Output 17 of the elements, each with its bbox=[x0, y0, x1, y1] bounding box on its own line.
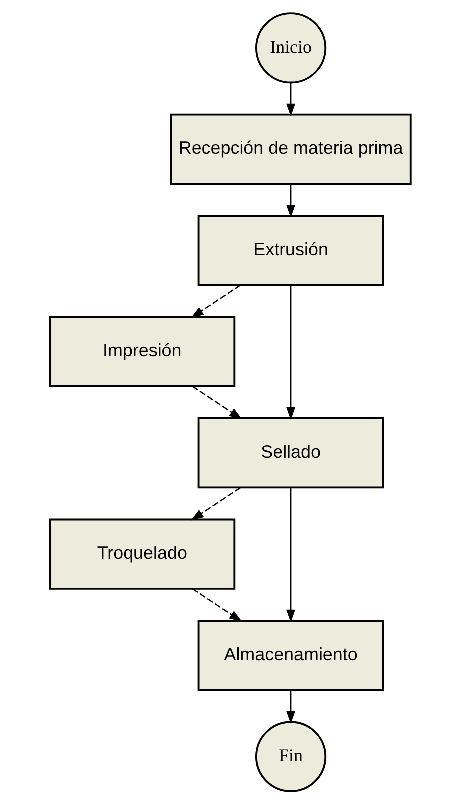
arrow bbox=[192, 386, 242, 420]
node-box: Sellado bbox=[197, 418, 384, 489]
arrow bbox=[192, 588, 242, 622]
arrow bbox=[286, 488, 296, 623]
arrow bbox=[286, 184, 296, 218]
node-circle: Fin bbox=[254, 721, 326, 792]
arrow bbox=[286, 690, 296, 724]
node-box: Troquelado bbox=[48, 518, 236, 590]
node-box: Recepción de materia prima bbox=[170, 114, 412, 185]
arrow bbox=[190, 284, 241, 318]
node-box: Impresión bbox=[48, 316, 236, 388]
arrow bbox=[190, 487, 241, 521]
node-circle: Inicio bbox=[254, 12, 326, 84]
arrow bbox=[286, 82, 296, 117]
node-box: Extrusión bbox=[197, 215, 384, 286]
arrow bbox=[286, 285, 296, 420]
node-box: Almacenamiento bbox=[197, 620, 384, 692]
